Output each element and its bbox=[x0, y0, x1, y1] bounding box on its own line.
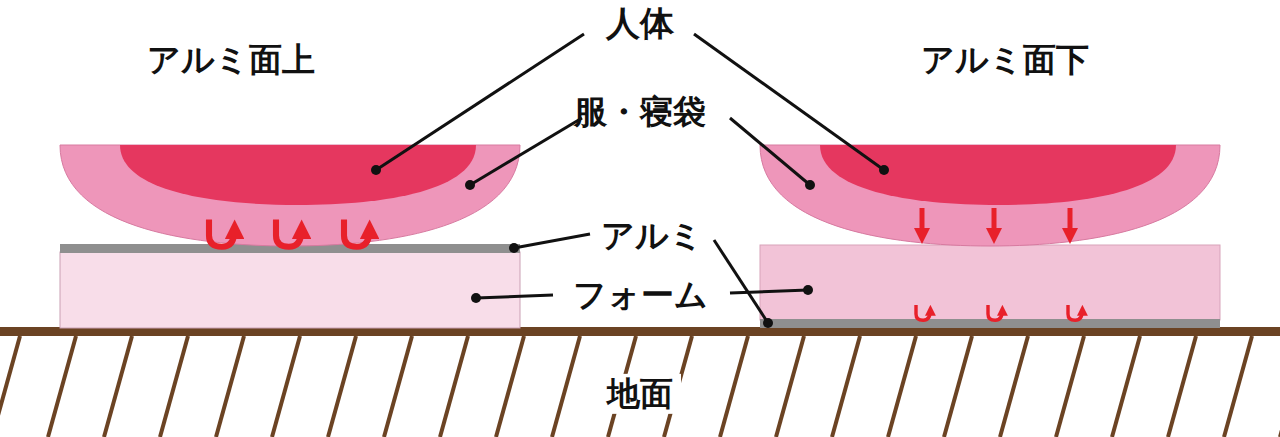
leader-dot bbox=[465, 180, 475, 190]
hatch-stroke bbox=[160, 336, 188, 437]
hatch-stroke bbox=[384, 336, 412, 437]
leader-dot bbox=[805, 180, 815, 190]
leader-line bbox=[476, 295, 553, 298]
hatch-stroke bbox=[440, 336, 468, 437]
hatch-stroke bbox=[0, 336, 20, 437]
leader-line bbox=[376, 34, 584, 170]
hatch-stroke bbox=[1000, 336, 1028, 437]
leader-dot bbox=[371, 165, 381, 175]
reflected-heat-arrow bbox=[209, 220, 235, 247]
ground-hatch bbox=[0, 336, 1280, 437]
part-label: フォーム bbox=[573, 277, 708, 313]
hatch-stroke bbox=[1224, 336, 1252, 437]
hatch-stroke bbox=[832, 336, 860, 437]
leader-line bbox=[470, 118, 582, 185]
leader-line bbox=[730, 290, 808, 293]
hatch-stroke bbox=[272, 336, 300, 437]
hatch-stroke bbox=[1112, 336, 1140, 437]
reflected-heat-arrow bbox=[276, 220, 302, 247]
hatch-stroke bbox=[496, 336, 524, 437]
heat-loss-arrow bbox=[992, 208, 997, 236]
leader-line bbox=[730, 118, 810, 185]
human-body bbox=[820, 145, 1176, 205]
hatch-stroke bbox=[888, 336, 916, 437]
leader-dot bbox=[879, 165, 889, 175]
part-label: 地面 bbox=[599, 374, 681, 414]
reflected-heat-arrow bbox=[916, 305, 930, 320]
part-label: 人体 bbox=[606, 5, 674, 42]
foam-pad bbox=[60, 252, 520, 328]
leader-line bbox=[714, 240, 768, 323]
hatch-stroke bbox=[328, 336, 356, 437]
part-label: アルミ面下 bbox=[921, 42, 1089, 78]
part-label: アルミ bbox=[601, 218, 703, 254]
hatch-stroke bbox=[944, 336, 972, 437]
leader-dot bbox=[509, 243, 519, 253]
leader-line bbox=[694, 34, 884, 170]
hatch-stroke bbox=[552, 336, 580, 437]
hatch-stroke bbox=[1056, 336, 1084, 437]
reflected-heat-arrow bbox=[344, 220, 370, 247]
hatch-stroke bbox=[720, 336, 748, 437]
part-label: 服・寝袋 bbox=[574, 94, 706, 130]
leader-dot bbox=[471, 293, 481, 303]
heat-loss-arrow bbox=[1068, 208, 1073, 236]
foam-pad bbox=[760, 245, 1220, 320]
reflected-heat-arrow bbox=[1068, 305, 1082, 320]
part-label: アルミ面上 bbox=[147, 42, 315, 78]
hatch-stroke bbox=[104, 336, 132, 437]
human-body bbox=[120, 145, 476, 205]
reflected-heat-arrow bbox=[988, 305, 1002, 320]
clothing-sleeping-bag bbox=[60, 145, 520, 246]
hatch-stroke bbox=[48, 336, 76, 437]
leader-line bbox=[514, 234, 590, 248]
hatch-stroke bbox=[216, 336, 244, 437]
leader-dot bbox=[803, 285, 813, 295]
heat-loss-arrow bbox=[920, 208, 925, 236]
clothing-sleeping-bag bbox=[760, 145, 1220, 246]
leader-dot bbox=[763, 318, 773, 328]
hatch-stroke bbox=[1168, 336, 1196, 437]
hatch-stroke bbox=[776, 336, 804, 437]
